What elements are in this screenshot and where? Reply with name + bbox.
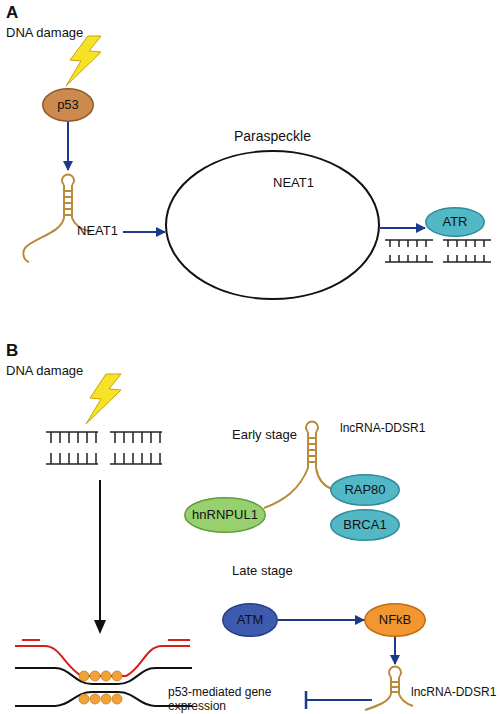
bead	[101, 694, 111, 704]
node-label: RAP80	[330, 474, 400, 506]
rna-hairpin: NEAT1	[15, 170, 123, 265]
text-label: DNA damage	[6, 26, 83, 41]
dna-duplex	[385, 240, 433, 262]
node-label: NEAT1	[77, 224, 118, 239]
rad51-beads	[79, 671, 122, 704]
lightning-bolt	[86, 374, 121, 424]
rna-tail	[264, 468, 332, 508]
node-label: hnRNPUL1	[184, 497, 266, 533]
dna-duplex	[110, 432, 162, 464]
hairpin-shape	[15, 170, 123, 265]
node-label: lncRNA-DDSR1	[340, 422, 425, 436]
protein-oval: RAP80	[330, 474, 400, 506]
arrow-connector	[123, 231, 165, 233]
inhibition-bar	[305, 691, 308, 709]
protein-oval: ATR	[425, 207, 485, 237]
node-label: ATR	[425, 207, 485, 237]
rna-strand	[365, 667, 413, 710]
shape-fill	[331, 475, 400, 506]
dna-duplex	[46, 432, 98, 464]
node-label: p53	[42, 88, 94, 122]
bead	[112, 694, 122, 704]
protein-oval: NFkB	[364, 603, 426, 637]
node-label: ATM	[222, 603, 278, 637]
inhibition-line	[306, 699, 372, 701]
shape-fill	[43, 89, 94, 122]
bead	[112, 671, 122, 681]
shape-fill	[223, 604, 278, 637]
rna-hairpin: lncRNA-DDSR1	[285, 418, 435, 473]
node-label: BRCA1	[330, 509, 400, 541]
dna-duplex	[443, 240, 491, 262]
protein-oval: ATM	[222, 603, 278, 637]
shape-fill	[331, 510, 400, 541]
bead	[79, 694, 89, 704]
bead	[101, 671, 111, 681]
node-label: NEAT1	[273, 176, 314, 191]
invading-strand	[15, 646, 190, 676]
bead	[90, 694, 100, 704]
arrow-connector	[67, 122, 69, 170]
shape-fill	[166, 151, 379, 299]
text-label: Late stage	[232, 564, 293, 579]
text-label: DNA damage	[6, 364, 83, 379]
shape-fill	[185, 498, 266, 533]
protein-oval: p53	[42, 88, 94, 122]
paraspeckle-body: ParaspeckleNEAT1	[165, 150, 380, 300]
arrow-connector	[278, 619, 364, 621]
invading-strand	[22, 639, 190, 641]
panel-letter: B	[6, 341, 18, 361]
dna-strand	[15, 668, 192, 684]
panel-letter: A	[6, 3, 18, 23]
text-label: p53-mediated gene expression	[168, 686, 303, 714]
node-label: Paraspeckle	[165, 128, 380, 144]
bead	[90, 671, 100, 681]
rna-strand	[23, 175, 91, 262]
rna-strand	[306, 422, 318, 468]
arrow-connector	[394, 637, 396, 664]
lightning-bolt	[66, 36, 101, 86]
arrow-connector	[380, 227, 425, 229]
shape-fill	[426, 208, 485, 237]
bead	[79, 671, 89, 681]
process-arrow-head	[94, 620, 106, 634]
protein-oval: hnRNPUL1	[184, 497, 266, 533]
node-label: lncRNA-DDSR1	[411, 686, 496, 700]
node-label: NFkB	[364, 603, 426, 637]
protein-oval: BRCA1	[330, 509, 400, 541]
rna-hairpin: lncRNA-DDSR1	[355, 664, 500, 714]
process-arrow	[99, 480, 101, 622]
shape-fill	[365, 604, 426, 637]
text-label: Early stage	[232, 428, 297, 443]
dna-strand	[15, 692, 192, 706]
oval-outline	[165, 150, 380, 300]
